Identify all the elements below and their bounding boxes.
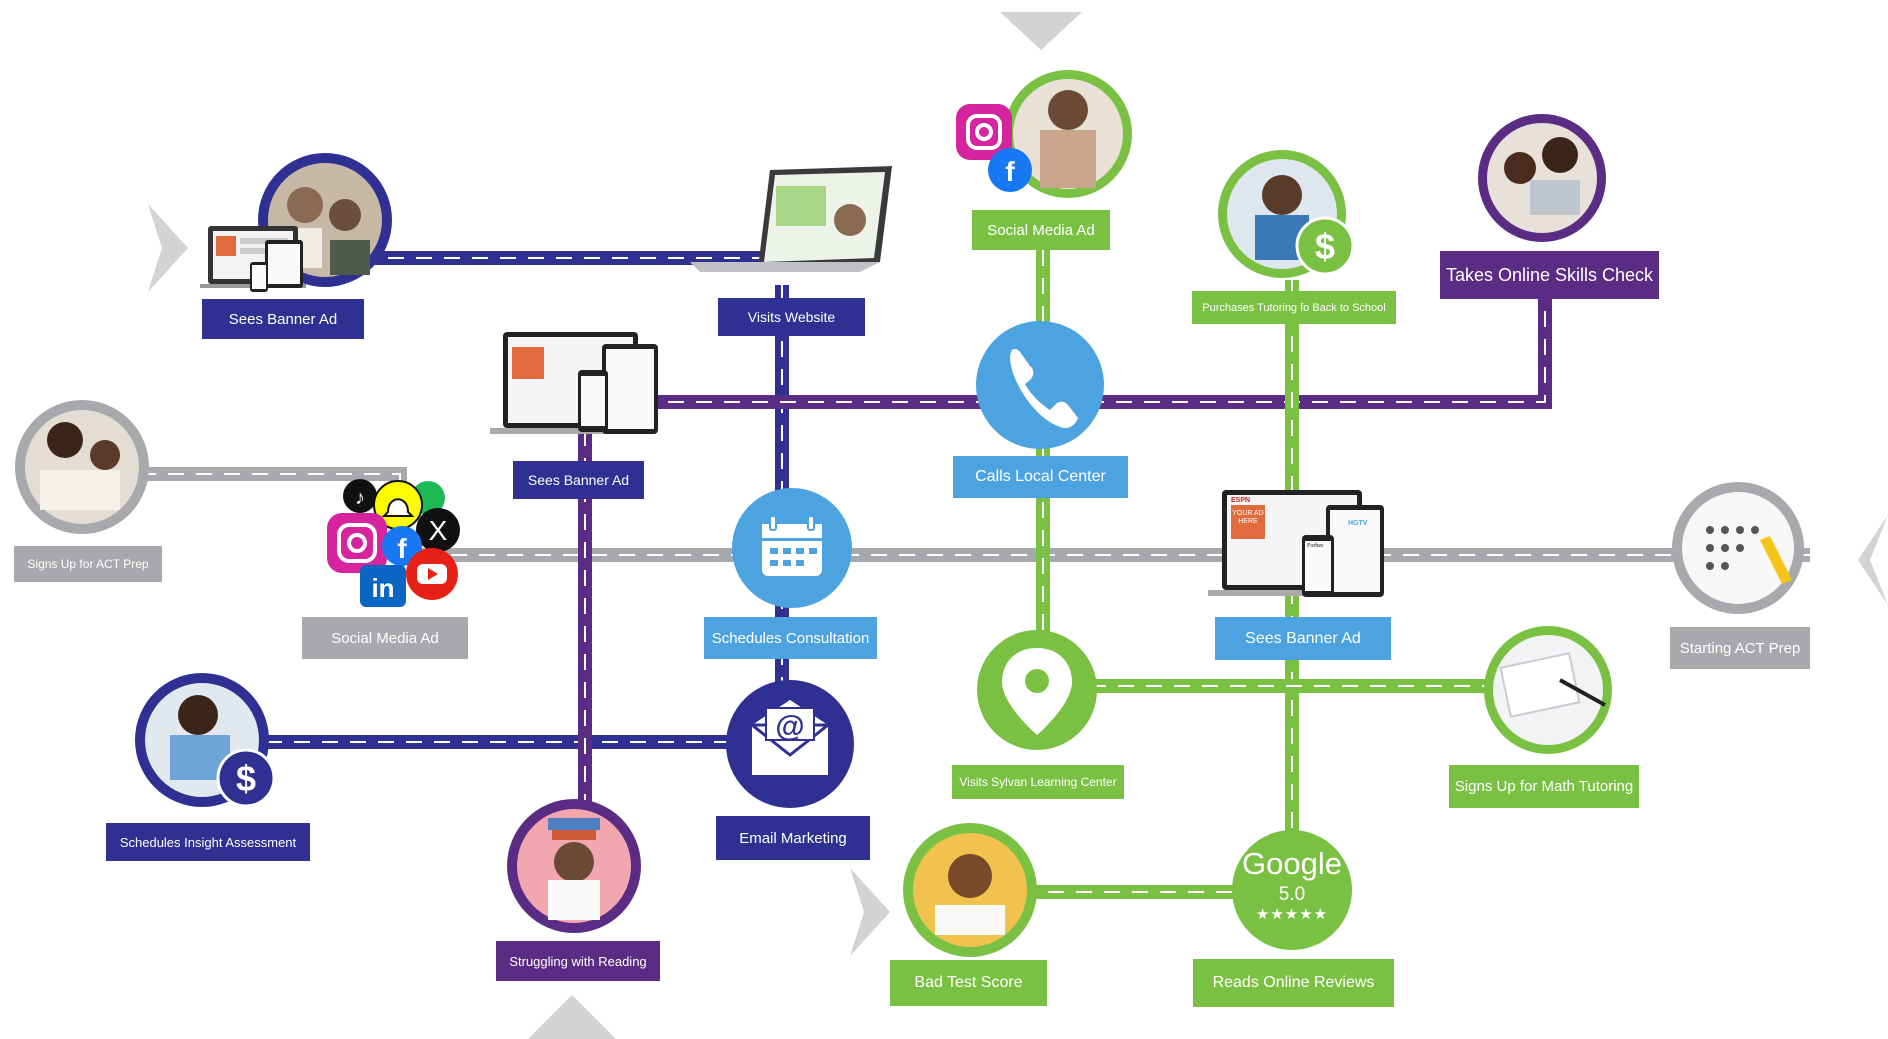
tiktok-icon: [343, 479, 377, 513]
label-visits-sylvan: Visits Sylvan Learning Center: [952, 765, 1124, 799]
photo-starting-act-prep: [1672, 482, 1804, 614]
dollar-icon: $: [1315, 226, 1335, 267]
photo-schedules-insight-assessment: $: [135, 673, 276, 808]
photo-online-skills-check: [1478, 114, 1606, 242]
ad-mock-espn: ESPN: [1231, 497, 1251, 504]
linkedin-icon: [360, 565, 406, 607]
photo-struggling-reading: [507, 799, 641, 933]
facebook-icon: [382, 526, 422, 566]
label-purchases-tutoring: Purchases Tutoring fo Back to School: [1192, 291, 1396, 324]
photo-purchases-tutoring: $: [1218, 150, 1355, 278]
svg-text:f: f: [1005, 156, 1015, 187]
email-node: @: [726, 680, 854, 808]
ad-mock-forbes: Forbes: [1307, 543, 1324, 549]
email-icon: @: [747, 700, 833, 775]
ad-mock-your-ad-here: YOUR AD HERE: [1232, 510, 1264, 525]
chevron-arrow-icon: [148, 204, 188, 292]
photo-signs-up-math: [1484, 626, 1612, 754]
chevron-arrow-icon: [528, 995, 616, 1039]
photo-social-media-ad-top: [1004, 70, 1132, 198]
devices-mock-3: [1208, 490, 1384, 597]
google-rating: 5.0: [1278, 884, 1306, 905]
phone-icon: [1010, 348, 1078, 429]
label-reads-online-reviews: Reads Online Reviews: [1193, 959, 1394, 1007]
svg-text:X: X: [429, 515, 448, 546]
label-email-marketing: Email Marketing: [716, 816, 870, 860]
calendar-node: [732, 488, 852, 608]
label-schedules-insight-assessment: Schedules Insight Assessment: [106, 823, 310, 861]
location-node: [977, 630, 1097, 750]
svg-text:in: in: [371, 573, 394, 603]
label-signs-up-math: Signs Up for Math Tutoring: [1449, 765, 1639, 808]
label-sees-banner-ad-3: Sees Banner Ad: [1215, 617, 1391, 660]
ad-mock-hgtv: HGTV: [1348, 520, 1368, 527]
google-brand: Google: [1242, 846, 1342, 881]
x-icon: [416, 508, 460, 552]
label-signs-up-act-prep: Signs Up for ACT Prep: [14, 546, 162, 582]
photo-bad-test-score: [903, 823, 1037, 957]
chevron-arrow-icon: [1000, 12, 1082, 50]
chevron-arrow-icon: [850, 868, 890, 956]
calendar-icon: [762, 515, 822, 576]
label-takes-online-skills-check: Takes Online Skills Check: [1440, 251, 1659, 299]
google-reviews-node: [1232, 830, 1352, 950]
svg-text:♪: ♪: [355, 487, 365, 509]
label-calls-local-center: Calls Local Center: [953, 456, 1128, 498]
laptop-visits-website: [690, 166, 892, 272]
label-sees-banner-ad-2: Sees Banner Ad: [513, 461, 644, 499]
svg-text:@: @: [775, 710, 804, 743]
svg-text:f: f: [397, 533, 407, 564]
phone-node: [976, 321, 1104, 449]
label-bad-test-score: Bad Test Score: [890, 960, 1047, 1006]
instagram-icon: [956, 104, 1012, 160]
instagram-icon: [327, 513, 387, 573]
chevron-arrow-icon: [1858, 515, 1888, 605]
label-visits-website: Visits Website: [718, 298, 865, 336]
label-sees-banner-ad-1: Sees Banner Ad: [202, 299, 364, 339]
google-stars: ★★★★★: [1255, 905, 1329, 923]
photo-signs-up-act-prep: [15, 400, 149, 534]
label-schedules-consultation: Schedules Consultation: [704, 617, 877, 659]
label-social-media-ad-left: Social Media Ad: [302, 617, 468, 659]
devices-mock-2: [490, 332, 658, 434]
devices-mock-1: [200, 226, 306, 292]
facebook-icon: f: [988, 148, 1032, 192]
dollar-icon: $: [236, 758, 256, 799]
label-starting-act-prep: Starting ACT Prep: [1670, 627, 1810, 669]
label-struggling-reading: Struggling with Reading: [496, 941, 660, 981]
social-media-cluster: ♪ X f in: [327, 479, 460, 607]
label-social-media-ad-top: Social Media Ad: [972, 210, 1110, 250]
